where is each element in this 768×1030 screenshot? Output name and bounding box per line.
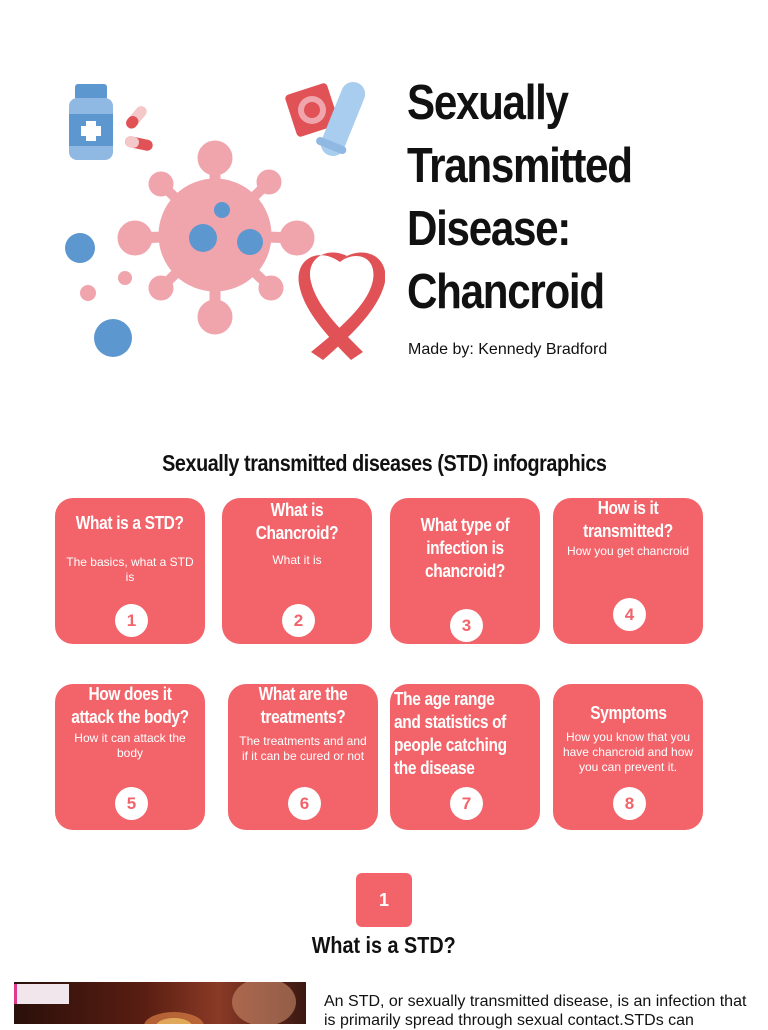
- card-title: What is a STD?: [76, 513, 184, 533]
- card-number-badge: 6: [288, 787, 321, 820]
- card-number-badge: 5: [115, 787, 148, 820]
- card-number-badge: 3: [450, 609, 483, 642]
- bubble-decoration: [80, 285, 96, 301]
- topic-card-1[interactable]: What is a STD? The basics, what a STD is…: [55, 498, 205, 644]
- page-title: Sexually Transmitted Disease: Chancroid: [407, 72, 699, 324]
- logo-icon: [14, 984, 69, 1004]
- card-title: Symptoms: [589, 703, 667, 723]
- topic-card-5[interactable]: How does it attack the body? How it can …: [55, 684, 205, 830]
- pill-bottle-icon: [69, 84, 113, 160]
- card-number-badge: 8: [613, 787, 646, 820]
- condom-package-icon: [285, 83, 339, 137]
- card-title: What is Chancroid?: [255, 500, 339, 543]
- topic-card-8[interactable]: Symptoms How you know that you have chan…: [553, 684, 703, 830]
- topic-card-2[interactable]: What is Chancroid? What it is 2: [222, 498, 372, 644]
- hero-illustration: [65, 81, 385, 360]
- topic-card-3[interactable]: What type of infection is chancroid? 3: [390, 498, 540, 644]
- bubble-decoration: [94, 319, 132, 357]
- capsule-icon: [125, 106, 153, 151]
- card-number-badge: 2: [282, 604, 315, 637]
- infographic-heading: Sexually transmitted diseases (STD) info…: [161, 450, 607, 476]
- card-number-badge: 7: [450, 787, 483, 820]
- card-description: How you get chancroid: [566, 544, 690, 558]
- awareness-ribbon-icon: [298, 252, 385, 360]
- card-number-badge: 4: [613, 598, 646, 631]
- title-line: Disease:: [407, 202, 571, 256]
- card-title: What are the treatments?: [258, 684, 348, 727]
- section-heading: What is a STD?: [312, 932, 456, 958]
- virus-icon: [117, 140, 315, 335]
- topic-card-7[interactable]: The age range and statistics of people c…: [390, 684, 540, 830]
- condom-icon: [316, 81, 366, 157]
- title-line: Transmitted: [407, 139, 633, 193]
- bubble-decoration: [65, 233, 95, 263]
- section-image: [14, 982, 306, 1024]
- card-description: How it can attack the body: [74, 731, 186, 760]
- bubble-decoration: [118, 271, 132, 285]
- card-description: What it is: [272, 553, 322, 567]
- section-number-badge: 1: [356, 873, 412, 927]
- topic-card-6[interactable]: What are the treatments? The treatments …: [228, 684, 378, 830]
- anatomy-illustration: [144, 982, 296, 1024]
- card-title: How does it attack the body?: [71, 684, 189, 727]
- card-title: What type of infection is chancroid?: [420, 515, 510, 581]
- section-body-text: An STD, or sexually transmitted disease,…: [324, 993, 747, 1029]
- card-description: The basics, what a STD is: [66, 555, 194, 584]
- card-title: The age range and statistics of people c…: [394, 689, 507, 778]
- author-credit: Made by: Kennedy Bradford: [408, 341, 608, 358]
- card-description: The treatments and and if it can be cure…: [239, 734, 367, 763]
- topic-card-4[interactable]: How is it transmitted? How you get chanc…: [553, 498, 703, 644]
- title-line: Sexually: [407, 76, 569, 130]
- card-number-badge: 1: [115, 604, 148, 637]
- title-line: Chancroid: [407, 265, 605, 319]
- card-description: How you know that you have chancroid and…: [562, 730, 694, 774]
- card-title: How is it transmitted?: [583, 498, 673, 541]
